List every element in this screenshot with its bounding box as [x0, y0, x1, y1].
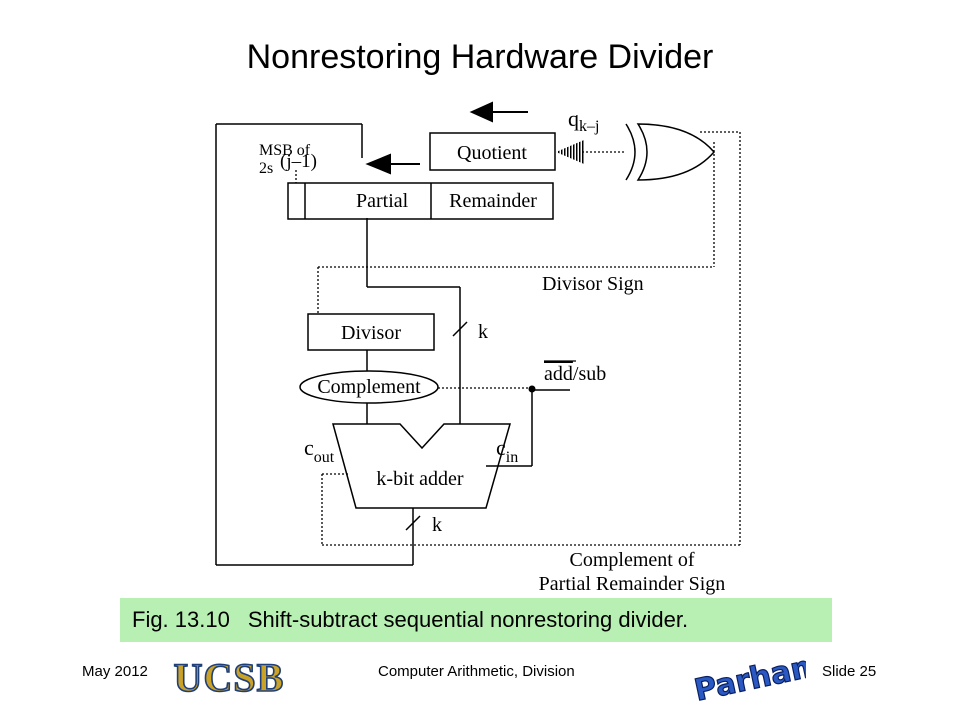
quotient-register	[429, 132, 556, 171]
quotient-label: Quotient	[457, 142, 527, 164]
k-bit-adder	[332, 423, 511, 509]
k-slash-bottom	[405, 515, 421, 531]
figure-caption: Fig. 13.10 Shift-subtract sequential nonr…	[120, 598, 832, 642]
partial-remainder-register	[287, 182, 554, 220]
caption-fig-number: Fig. 13.10	[132, 607, 230, 632]
divisor-sign-label: Divisor Sign	[542, 273, 644, 295]
divisor-label: Divisor	[341, 322, 401, 344]
divisor-register	[307, 313, 435, 351]
complement-unit	[299, 370, 439, 404]
msb-of-label: MSB of	[259, 142, 311, 159]
junction-dot	[528, 385, 536, 393]
remainder-shift-arrow	[365, 153, 391, 175]
divider-diagram: Quotient qk–j MSB of 2s (j–1) Partial Re…	[215, 101, 741, 595]
msb-2s-label: 2s	[259, 160, 273, 177]
msb-j-label: (j–1)	[280, 151, 317, 172]
k-top-label: k	[478, 321, 488, 343]
xor-gate	[636, 123, 715, 181]
complement-label: Complement	[317, 376, 421, 398]
complement-of-label: Complement of	[570, 549, 695, 571]
quotient-shift-arrow	[469, 101, 493, 123]
c-in-label: cin	[496, 435, 518, 466]
caption-text: Shift-subtract sequential nonrestoring d…	[247, 607, 689, 632]
xor-gate-input-arc	[625, 123, 636, 181]
footer-course: Computer Arithmetic, Division	[378, 663, 575, 680]
ucsb-logo: UCSB	[170, 651, 288, 701]
adder-label: k-bit adder	[376, 468, 464, 490]
q-shift-in	[556, 140, 584, 164]
partial-label: Partial	[356, 190, 409, 212]
footer-slide-number: Slide 25	[822, 663, 877, 680]
signature-logo: B Parhami	[686, 645, 806, 708]
svg-text:B Parhami: B Parhami	[686, 645, 806, 708]
svg-text:UCSB: UCSB	[174, 655, 285, 700]
footer-date: May 2012	[82, 663, 148, 680]
slide-title: Nonrestoring Hardware Divider	[246, 38, 714, 76]
q-label: qk–j	[568, 106, 599, 135]
partial-remainder-sign-label: Partial Remainder Sign	[539, 573, 726, 595]
add-sub-label: add/sub	[544, 363, 606, 385]
remainder-label: Remainder	[449, 190, 537, 212]
c-out-label: cout	[304, 435, 335, 466]
k-slash-top	[452, 321, 468, 337]
k-bottom-label: k	[432, 514, 442, 536]
